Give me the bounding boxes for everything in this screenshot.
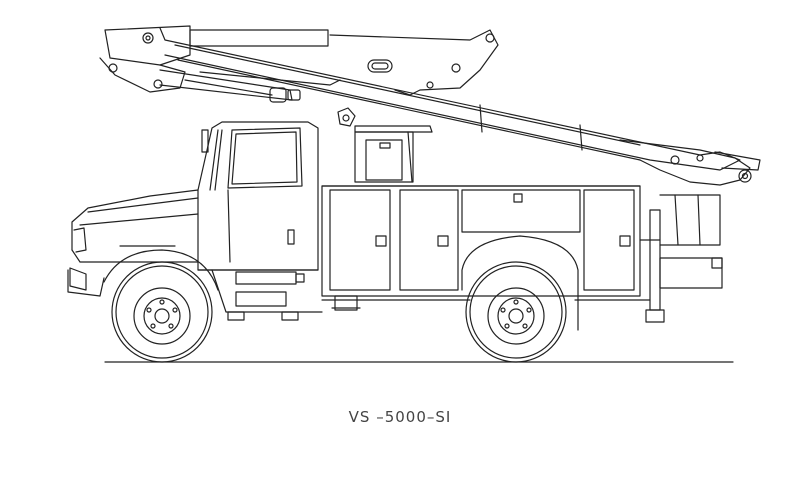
aerial-boom <box>100 26 760 185</box>
truck-chassis <box>198 262 650 320</box>
rear-outrigger <box>640 195 722 322</box>
front-wheel <box>112 262 212 362</box>
front-wheel-arch <box>104 250 218 290</box>
model-caption: VS –5000–SI <box>348 408 452 426</box>
rear-wheel <box>466 262 566 362</box>
truck-cab <box>198 122 318 306</box>
utility-body <box>322 186 640 330</box>
truck-hood <box>68 190 198 296</box>
